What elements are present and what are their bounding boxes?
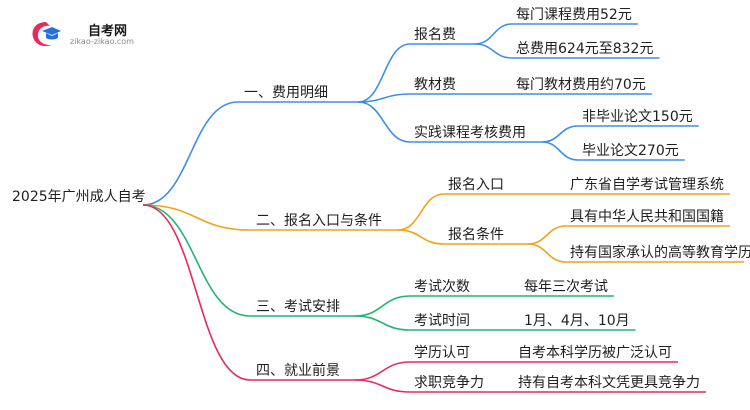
logo-title: 自考网 <box>88 24 128 39</box>
branch-1-sub-1-leaf-1-label: 每门课程费用52元 <box>516 7 632 23</box>
branch-3-label: 三、考试安排 <box>256 299 340 315</box>
branch-1-label: 一、费用明细 <box>244 85 328 101</box>
branch-2-sub-1-leaf-1-label: 广东省自学考试管理系统 <box>570 177 724 193</box>
branch-2-sub-1-label: 报名入口 <box>448 177 504 193</box>
branch-4-sub-1-leaf-1-label: 自考本科学历被广泛认可 <box>518 345 672 361</box>
branch-2-sub-1-connector <box>397 193 445 231</box>
branch-1-sub-3-leaf-2-connector <box>541 141 579 161</box>
branch-4-sub-1-label: 学历认可 <box>414 345 470 361</box>
branch-3-connector <box>142 204 251 317</box>
branch-2-sub-2-label: 报名条件 <box>448 226 504 243</box>
branch-4-sub-2-label: 求职竞争力 <box>414 374 484 391</box>
branch-1-sub-3-leaf-1-label: 非毕业论文150元 <box>582 109 693 125</box>
branch-1-sub-3-label: 实践课程考核费用 <box>414 125 526 141</box>
graduation-cap-icon <box>32 22 61 47</box>
branch-2-sub-2-leaf-2-label: 持有国家承认的高等教育学历 <box>570 244 750 261</box>
branch-4-sub-1-connector <box>354 361 411 381</box>
root-node-label: 2025年广州成人自考 <box>12 189 146 205</box>
branch-1-sub-3-leaf-1-connector <box>541 125 579 143</box>
branch-2-label: 二、报名入口与条件 <box>256 212 382 229</box>
branch-2-connector <box>142 204 251 231</box>
branch-1-sub-3-connector <box>357 101 411 143</box>
branch-2-sub-2-connector <box>397 229 445 245</box>
branch-3-sub-2-label: 考试时间 <box>414 313 470 329</box>
branch-4-sub-2-connector <box>354 379 411 393</box>
branch-1-sub-2-leaf-1-label: 每门教材费用约70元 <box>516 77 646 93</box>
branch-3-sub-2-connector <box>354 315 411 331</box>
mindmap-edges <box>142 23 744 393</box>
logo-subtitle: zikao-zikao.com <box>70 37 134 46</box>
branch-2-sub-2-leaf-1-label: 具有中华人民共和国国籍 <box>570 208 724 225</box>
branch-1-sub-2-label: 教材费 <box>414 77 456 93</box>
site-logo[interactable]: 自考网 zikao-zikao.com <box>30 17 140 51</box>
branch-1-sub-1-connector <box>357 43 411 103</box>
branch-1-sub-1-leaf-1-connector <box>474 23 513 45</box>
branch-1-sub-3-leaf-2-label: 毕业论文270元 <box>582 143 679 159</box>
branch-3-sub-1-label: 考试次数 <box>414 279 470 295</box>
branch-2-sub-2-leaf-2-connector <box>527 243 567 263</box>
branch-3-sub-2-leaf-1-label: 1月、4月、10月 <box>524 313 630 329</box>
branch-1-sub-1-label: 报名费 <box>414 27 456 43</box>
branch-1-connector <box>142 101 239 206</box>
branch-3-sub-1-leaf-1-label: 每年三次考试 <box>524 279 608 295</box>
branch-1-sub-1-leaf-2-label: 总费用624元至832元 <box>516 41 653 57</box>
branch-4-sub-2-leaf-1-label: 持有自考本科文凭更具竞争力 <box>518 374 700 391</box>
branch-1-sub-2-connector <box>357 93 411 103</box>
branch-1-sub-1-leaf-2-connector <box>474 43 513 59</box>
branch-3-sub-1-connector <box>354 295 411 317</box>
mindmap-nodes: 2025年广州成人自考 一、费用明细 报名费 每门课程费用52元总费用624元至832… <box>12 7 750 391</box>
branch-4-label: 四、就业前景 <box>256 362 340 379</box>
branch-4-connector <box>142 204 251 381</box>
branch-2-sub-2-leaf-1-connector <box>527 225 567 245</box>
